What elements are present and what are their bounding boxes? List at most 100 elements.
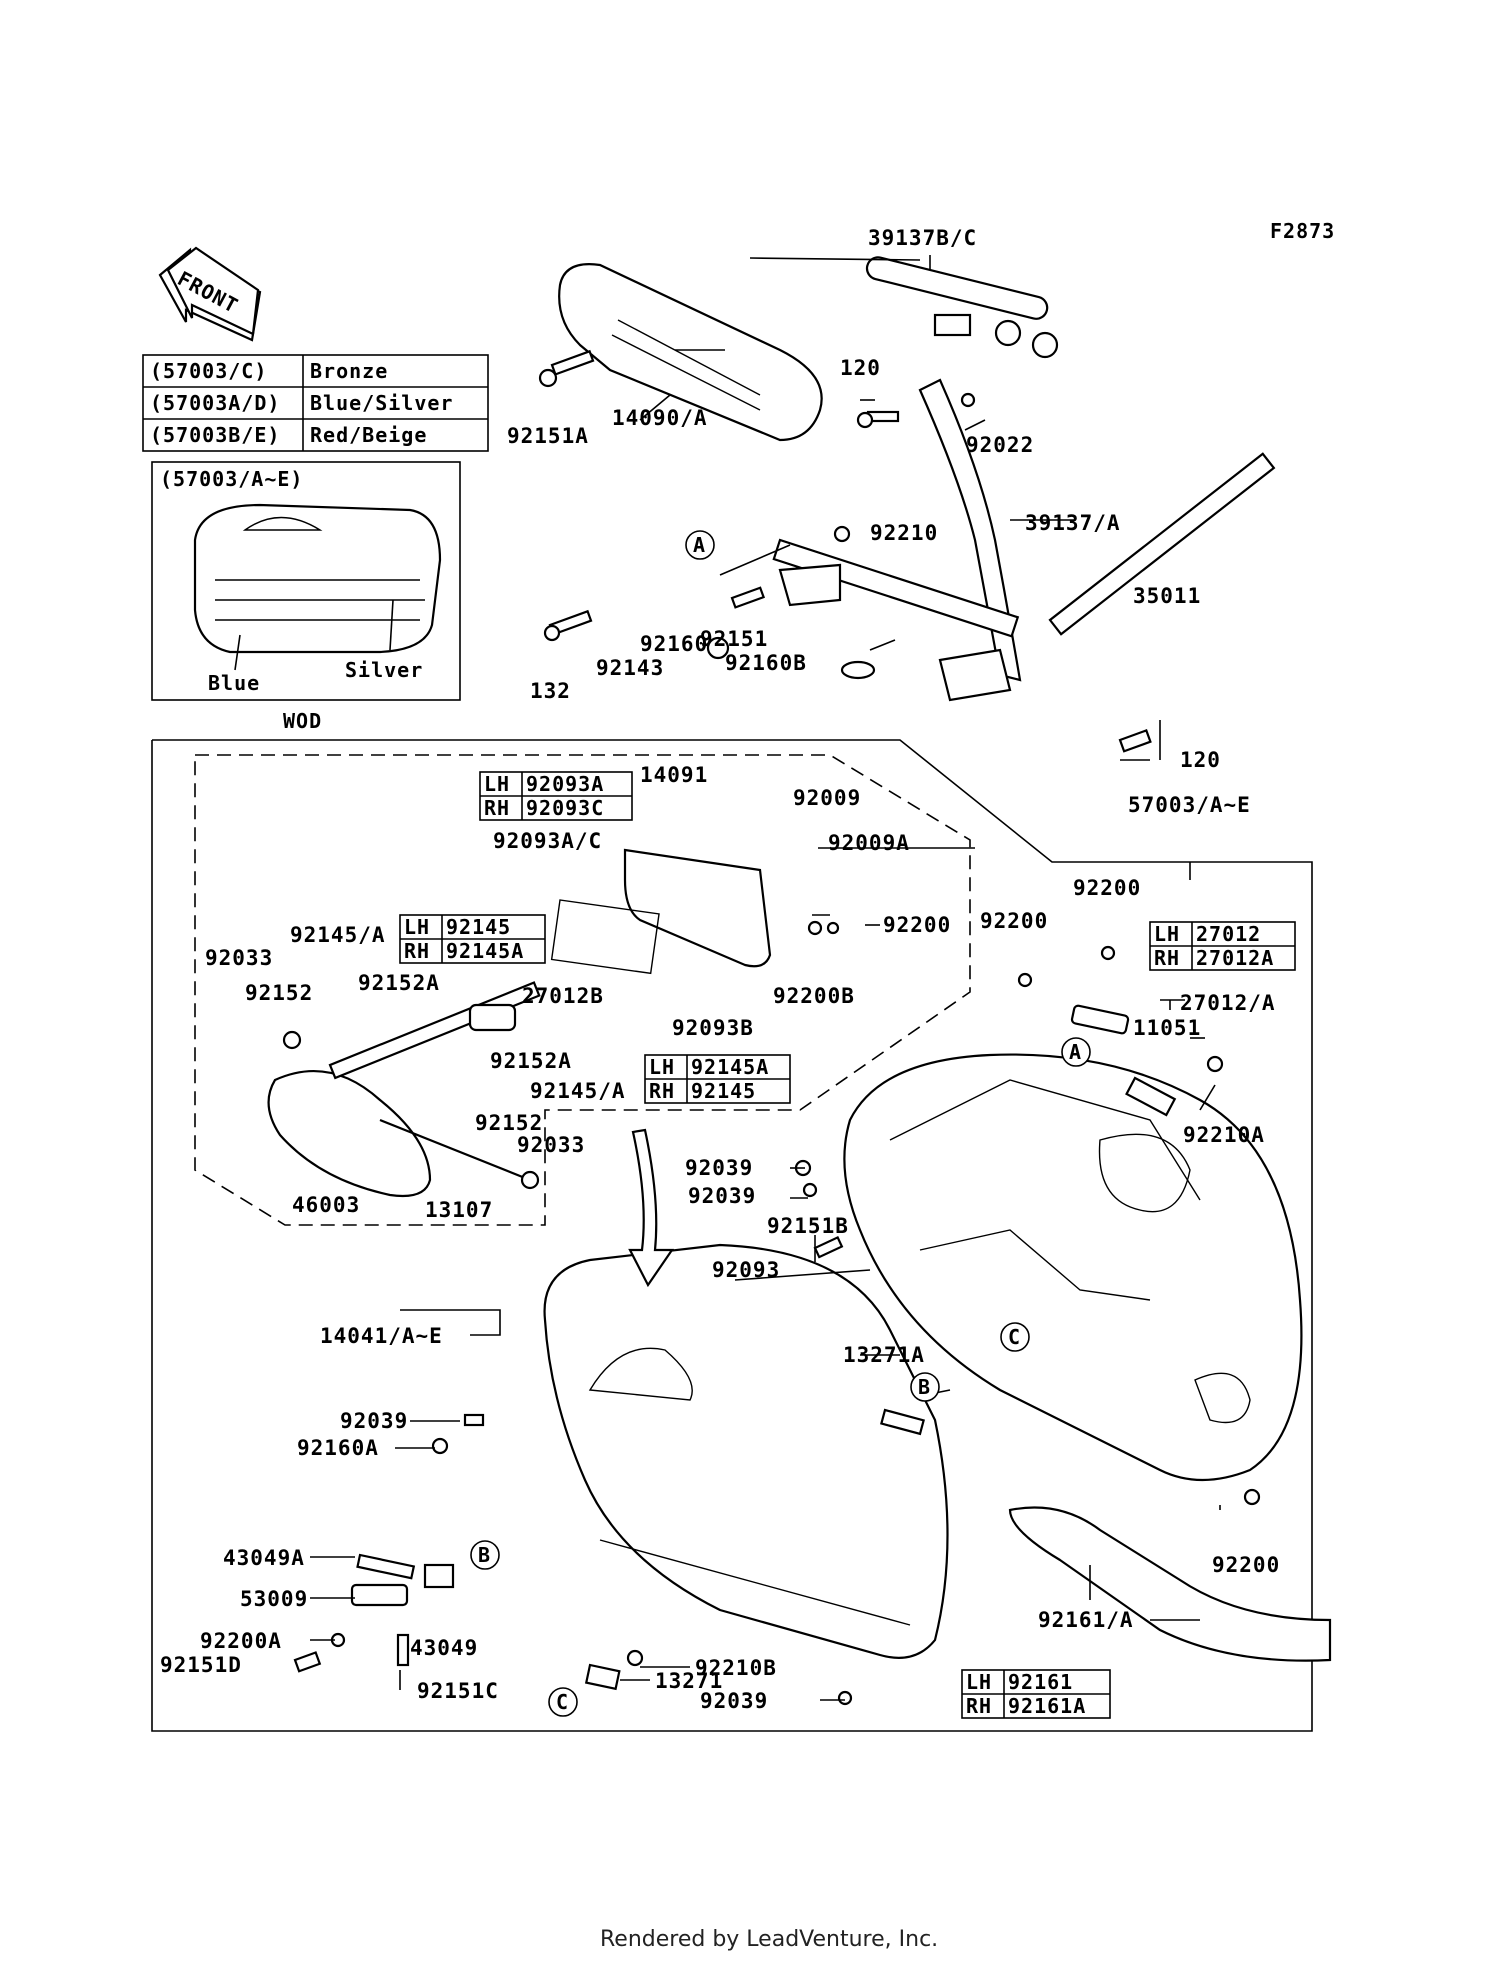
inset-color-a: Blue xyxy=(208,671,260,695)
part-label: 14091 xyxy=(640,763,708,787)
part-label: 92151C xyxy=(417,1679,499,1703)
color-code-3: (57003B/E) xyxy=(150,423,280,447)
part-label: 92093A/C xyxy=(493,829,602,853)
bottom-liner xyxy=(1008,1506,1332,1662)
part-label: 92200 xyxy=(1073,876,1141,900)
part-label: 92200B xyxy=(773,984,855,1008)
inset-saddlebag xyxy=(193,503,442,654)
svg-text:LH: LH xyxy=(1154,922,1180,946)
part-label: 92151 xyxy=(700,627,768,651)
svg-text:92093A: 92093A xyxy=(526,772,604,796)
part-label: 92093B xyxy=(672,1016,754,1040)
part-label: 92093 xyxy=(712,1258,780,1282)
part-label: 27012/A xyxy=(1180,991,1276,1015)
part-label: 92160 xyxy=(640,632,708,656)
part-label: 92039 xyxy=(700,1689,768,1713)
lhrh-table-92145: LH 92145 RH 92145A xyxy=(399,914,546,964)
lhrh-table-27012: LH 27012 RH 27012A xyxy=(1149,921,1296,971)
inset-title: (57003/A~E) xyxy=(160,467,303,491)
part-label: 92160B xyxy=(725,651,807,675)
svg-text:B: B xyxy=(478,1543,491,1567)
guard-rail xyxy=(772,378,1276,702)
svg-text:LH: LH xyxy=(649,1055,675,1079)
svg-text:92161: 92161 xyxy=(1008,1670,1073,1694)
flow-arrow-icon xyxy=(628,1128,675,1288)
part-label: 46003 xyxy=(292,1193,360,1217)
svg-text:RH: RH xyxy=(404,939,430,963)
part-label: 92160A xyxy=(297,1436,379,1460)
part-label: 92200 xyxy=(883,913,951,937)
part-label: 132 xyxy=(530,679,571,703)
color-inset: (57003/A~E) Blue Silver xyxy=(151,461,461,701)
part-label: 13107 xyxy=(425,1198,493,1222)
part-label: 92039 xyxy=(688,1184,756,1208)
svg-text:92093C: 92093C xyxy=(526,796,604,820)
part-label: 92009A xyxy=(828,831,910,855)
callout-c-1: C xyxy=(1000,1322,1030,1352)
svg-text:92161A: 92161A xyxy=(1008,1694,1086,1718)
part-label: 13271A xyxy=(843,1343,925,1367)
svg-text:LH: LH xyxy=(484,772,510,796)
part-label: 92145/A xyxy=(290,923,386,947)
svg-text:27012: 27012 xyxy=(1196,922,1261,946)
callout-a-1: A xyxy=(685,530,715,560)
svg-text:92145A: 92145A xyxy=(446,939,524,963)
callout-a-2: A xyxy=(1061,1037,1091,1067)
part-label: 92152A xyxy=(490,1049,572,1073)
part-label: 92210B xyxy=(695,1656,777,1680)
color-table: (57003/C) Bronze (57003A/D) Blue/Silver … xyxy=(142,354,489,452)
main-outline xyxy=(151,739,1313,1732)
part-label: 39137/A xyxy=(1025,511,1121,535)
part-label: 92039 xyxy=(340,1409,408,1433)
part-label: 92152A xyxy=(358,971,440,995)
latch-plate xyxy=(550,848,772,975)
part-label: 92033 xyxy=(205,946,273,970)
saddlebag-shell xyxy=(843,1053,1303,1482)
part-label: 14090/A xyxy=(612,406,708,430)
part-label: 14041/A~E xyxy=(320,1324,443,1348)
lhrh-table-92145b: LH 92145A RH 92145 xyxy=(644,1054,791,1104)
part-label: 92210A xyxy=(1183,1123,1265,1147)
front-arrow-icon: FRONT xyxy=(158,246,262,342)
part-label: 92022 xyxy=(966,433,1034,457)
part-label: 92200A xyxy=(200,1629,282,1653)
part-label: 92009 xyxy=(793,786,861,810)
saddlebag-lid xyxy=(543,1243,949,1659)
svg-text:LH: LH xyxy=(966,1670,992,1694)
part-label: 92161/A xyxy=(1038,1608,1134,1632)
wod-label: WOD xyxy=(283,709,322,733)
svg-text:RH: RH xyxy=(966,1694,992,1718)
svg-text:A: A xyxy=(693,533,706,557)
lhrh-table-92093: LH 92093A RH 92093C xyxy=(479,771,633,821)
svg-text:RH: RH xyxy=(484,796,510,820)
part-label: 53009 xyxy=(240,1587,308,1611)
color-name-3: Red/Beige xyxy=(310,423,427,447)
guard-cover xyxy=(558,263,823,442)
guard-bracket xyxy=(865,256,1059,359)
svg-text:A: A xyxy=(1069,1040,1082,1064)
part-label: 39137B/C xyxy=(868,226,977,250)
part-label: 92152 xyxy=(245,981,313,1005)
part-label: 92151B xyxy=(767,1214,849,1238)
part-label: 92151D xyxy=(160,1653,242,1677)
part-label: 13271 xyxy=(655,1669,723,1693)
part-label: 120 xyxy=(840,356,881,380)
part-label: 92152 xyxy=(475,1111,543,1135)
part-label: 92039 xyxy=(685,1156,753,1180)
lhrh-table-92161: LH 92161 RH 92161A xyxy=(961,1669,1111,1719)
part-label: 43049 xyxy=(410,1636,478,1660)
part-label: 43049A xyxy=(223,1546,305,1570)
part-label: 92210 xyxy=(870,521,938,545)
callout-b-1: B xyxy=(910,1372,940,1402)
color-code-1: (57003/C) xyxy=(150,359,267,383)
part-label: 92151A xyxy=(507,424,589,448)
svg-text:27012A: 27012A xyxy=(1196,946,1274,970)
svg-text:RH: RH xyxy=(649,1079,675,1103)
callout-b-2: B xyxy=(470,1540,500,1570)
part-label: 11051 xyxy=(1133,1016,1201,1040)
footer-credit: Rendered by LeadVenture, Inc. xyxy=(600,1927,938,1952)
lid-assembly xyxy=(267,981,541,1198)
diagram-code: F2873 xyxy=(1270,219,1335,243)
part-label: 120 xyxy=(1180,748,1221,772)
